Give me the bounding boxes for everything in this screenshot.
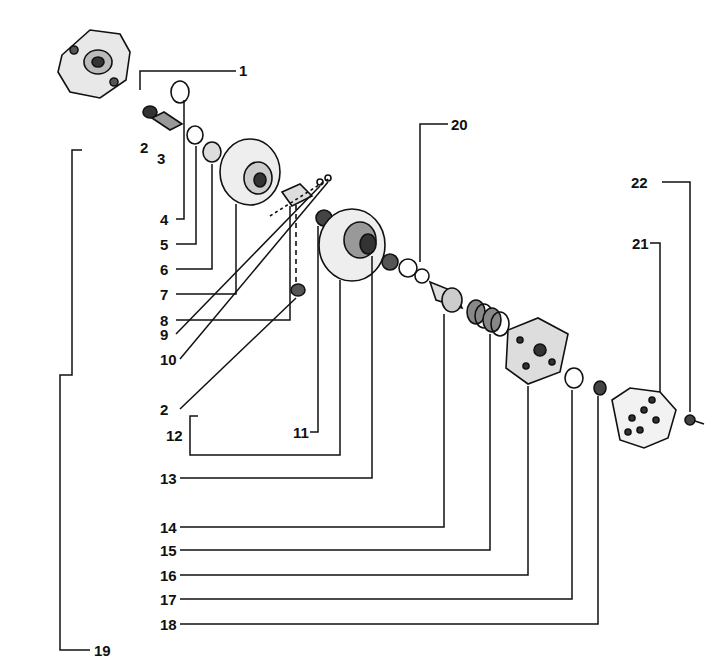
pin [695,421,704,424]
nut [594,381,606,395]
washer [565,368,583,388]
callout-number: 18 [159,617,178,632]
washer [187,126,203,144]
callout-number: 11 [292,425,310,440]
callout-number: 17 [159,592,178,607]
nut [685,415,695,425]
callout-number: 19 [93,643,112,658]
callout-number: 3 [156,151,166,166]
callout-number: 8 [159,313,169,328]
callout-number: 13 [159,471,178,486]
dashed-axis [295,205,297,282]
spacer-end [442,288,462,312]
callout-number: 6 [159,262,169,277]
crankcase-housing [58,30,130,98]
callout-number: 4 [159,212,169,227]
nut [291,284,305,296]
spring [467,300,509,336]
callout-number: 5 [159,237,169,252]
hub-sleeve [282,184,312,206]
callout-number: 9 [159,327,169,342]
bearing [382,254,398,270]
callout-number: 7 [159,287,169,302]
callout-number: 15 [159,543,178,558]
washer [203,142,221,162]
sleeve [152,112,182,130]
callout-number: 1 [238,63,248,78]
pin [317,179,323,185]
ring [399,259,417,277]
callout-number: 20 [450,117,469,132]
callout-number: 2 [159,402,169,417]
pulley-half [319,209,385,281]
ring [415,269,429,283]
callout-number: 21 [631,236,650,251]
callout-number: 14 [159,520,178,535]
callout-number: 2 [139,140,149,155]
leader-lines [60,71,690,650]
clutch-shoes [506,318,568,384]
callout-number: 10 [159,352,178,367]
callout-number: 22 [630,175,649,190]
clutch-bell [612,388,676,448]
callout-number: 16 [159,568,178,583]
washer [171,81,189,103]
pulley-half [220,139,280,205]
callout-number: 12 [165,428,184,443]
